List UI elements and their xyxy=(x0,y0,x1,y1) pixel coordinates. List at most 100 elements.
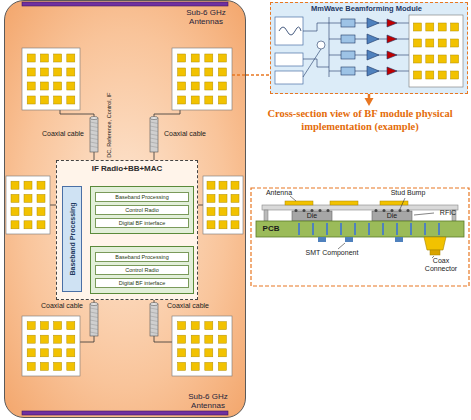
antenna-patch xyxy=(205,335,213,343)
via xyxy=(354,223,356,235)
stud-bump xyxy=(375,209,378,212)
illustration-part xyxy=(60,110,94,118)
antenna-patch xyxy=(191,54,199,62)
antenna-patch xyxy=(178,54,186,62)
cable-braid xyxy=(90,126,98,128)
amplifier xyxy=(367,66,379,76)
callout-line xyxy=(232,74,246,76)
cable-end xyxy=(90,303,98,306)
antenna-patch xyxy=(54,54,62,62)
antenna-patch xyxy=(40,335,48,343)
antenna-patch xyxy=(207,181,215,189)
antenna-patch xyxy=(40,362,48,370)
antenna-patch xyxy=(205,54,213,62)
antenna-patch xyxy=(426,39,434,47)
cable-braid xyxy=(90,308,98,310)
antenna-patch xyxy=(24,194,32,202)
antenna-patch xyxy=(67,54,75,62)
if-radio-box: IF Radio+BB+MAC Baseband ProcessingBaseba… xyxy=(56,160,198,300)
connector xyxy=(246,74,270,76)
phase-shifter xyxy=(341,19,355,27)
antenna-patch xyxy=(191,96,199,104)
antenna-patch xyxy=(191,82,199,90)
dashed-frame xyxy=(251,188,469,286)
cable-braid xyxy=(90,320,98,322)
part-label: PCB xyxy=(259,224,283,233)
stud-bump xyxy=(319,209,322,212)
illustration-part xyxy=(303,23,329,31)
antenna-patch xyxy=(426,71,434,79)
cable-braid xyxy=(90,332,98,334)
cable-label: Coaxial cable xyxy=(160,130,210,138)
via xyxy=(368,223,370,235)
signal-wave xyxy=(279,27,301,35)
stud-bump xyxy=(399,209,402,212)
illustration-part xyxy=(94,152,95,160)
sub-block-label: Control Radio xyxy=(95,265,189,275)
smt-component xyxy=(345,237,353,242)
via xyxy=(298,223,300,235)
cable-end xyxy=(90,117,98,120)
via xyxy=(340,223,342,235)
antenna-patch xyxy=(205,68,213,76)
stud-bump xyxy=(383,209,386,212)
antenna-patch xyxy=(205,322,213,330)
radio-chain-block: Baseband ProcessingControl RadioDigital … xyxy=(90,246,194,294)
via xyxy=(326,223,328,235)
antenna-patch xyxy=(218,335,226,343)
coaxial-cable xyxy=(90,304,98,336)
module-title: MmWave Beamforming Module xyxy=(311,4,422,13)
antenna-array xyxy=(22,316,80,376)
antenna-array xyxy=(172,48,232,110)
antenna-patch xyxy=(191,335,199,343)
antenna-label: Sub-6 GHz Antennas xyxy=(177,8,235,26)
antenna-patch xyxy=(27,96,35,104)
stud-bump xyxy=(391,209,394,212)
antenna-patch xyxy=(438,55,446,63)
antenna-array xyxy=(203,176,243,234)
antenna-patch xyxy=(218,96,226,104)
phone-parts xyxy=(6,2,246,415)
die xyxy=(372,211,412,221)
block-label: Baseband Processing xyxy=(69,202,76,275)
module-wires xyxy=(303,17,409,77)
antenna-patch xyxy=(219,208,227,216)
cable-braid xyxy=(150,146,158,148)
antenna-patch xyxy=(54,322,62,330)
antenna-patch xyxy=(219,221,227,229)
cable-braid xyxy=(90,138,98,140)
part-label: SMT Component xyxy=(300,249,364,257)
cable-braid xyxy=(90,316,98,318)
die xyxy=(292,211,332,221)
cable-braid xyxy=(90,134,98,136)
antenna-patch xyxy=(37,181,45,189)
box-heading: IF Radio+BB+MAC xyxy=(57,164,197,173)
antenna-patch xyxy=(451,23,459,31)
cable-braid xyxy=(150,320,158,322)
via xyxy=(396,223,398,235)
coax-connector xyxy=(424,237,446,250)
cable-braid xyxy=(150,126,158,128)
antenna-patch xyxy=(205,96,213,104)
antenna-patch xyxy=(40,322,48,330)
antenna-array xyxy=(6,176,50,234)
antenna-patch xyxy=(178,322,186,330)
sub-block-label: Digital BF interface xyxy=(95,218,189,228)
antenna-patch xyxy=(27,349,35,357)
phase-shifter xyxy=(341,51,355,59)
antenna-patch xyxy=(218,82,226,90)
cable-braid xyxy=(90,328,98,330)
antenna-patch xyxy=(231,208,239,216)
antenna-patch xyxy=(205,82,213,90)
smt-component xyxy=(395,237,403,242)
antenna-patch xyxy=(207,194,215,202)
antenna-patch xyxy=(178,68,186,76)
antenna-patch xyxy=(27,54,35,62)
illustration-part xyxy=(198,205,203,206)
cable-braid xyxy=(150,324,158,326)
antenna-patch xyxy=(218,54,226,62)
antenna-patch xyxy=(205,349,213,357)
antenna-patch xyxy=(37,221,45,229)
mixer xyxy=(317,41,325,49)
